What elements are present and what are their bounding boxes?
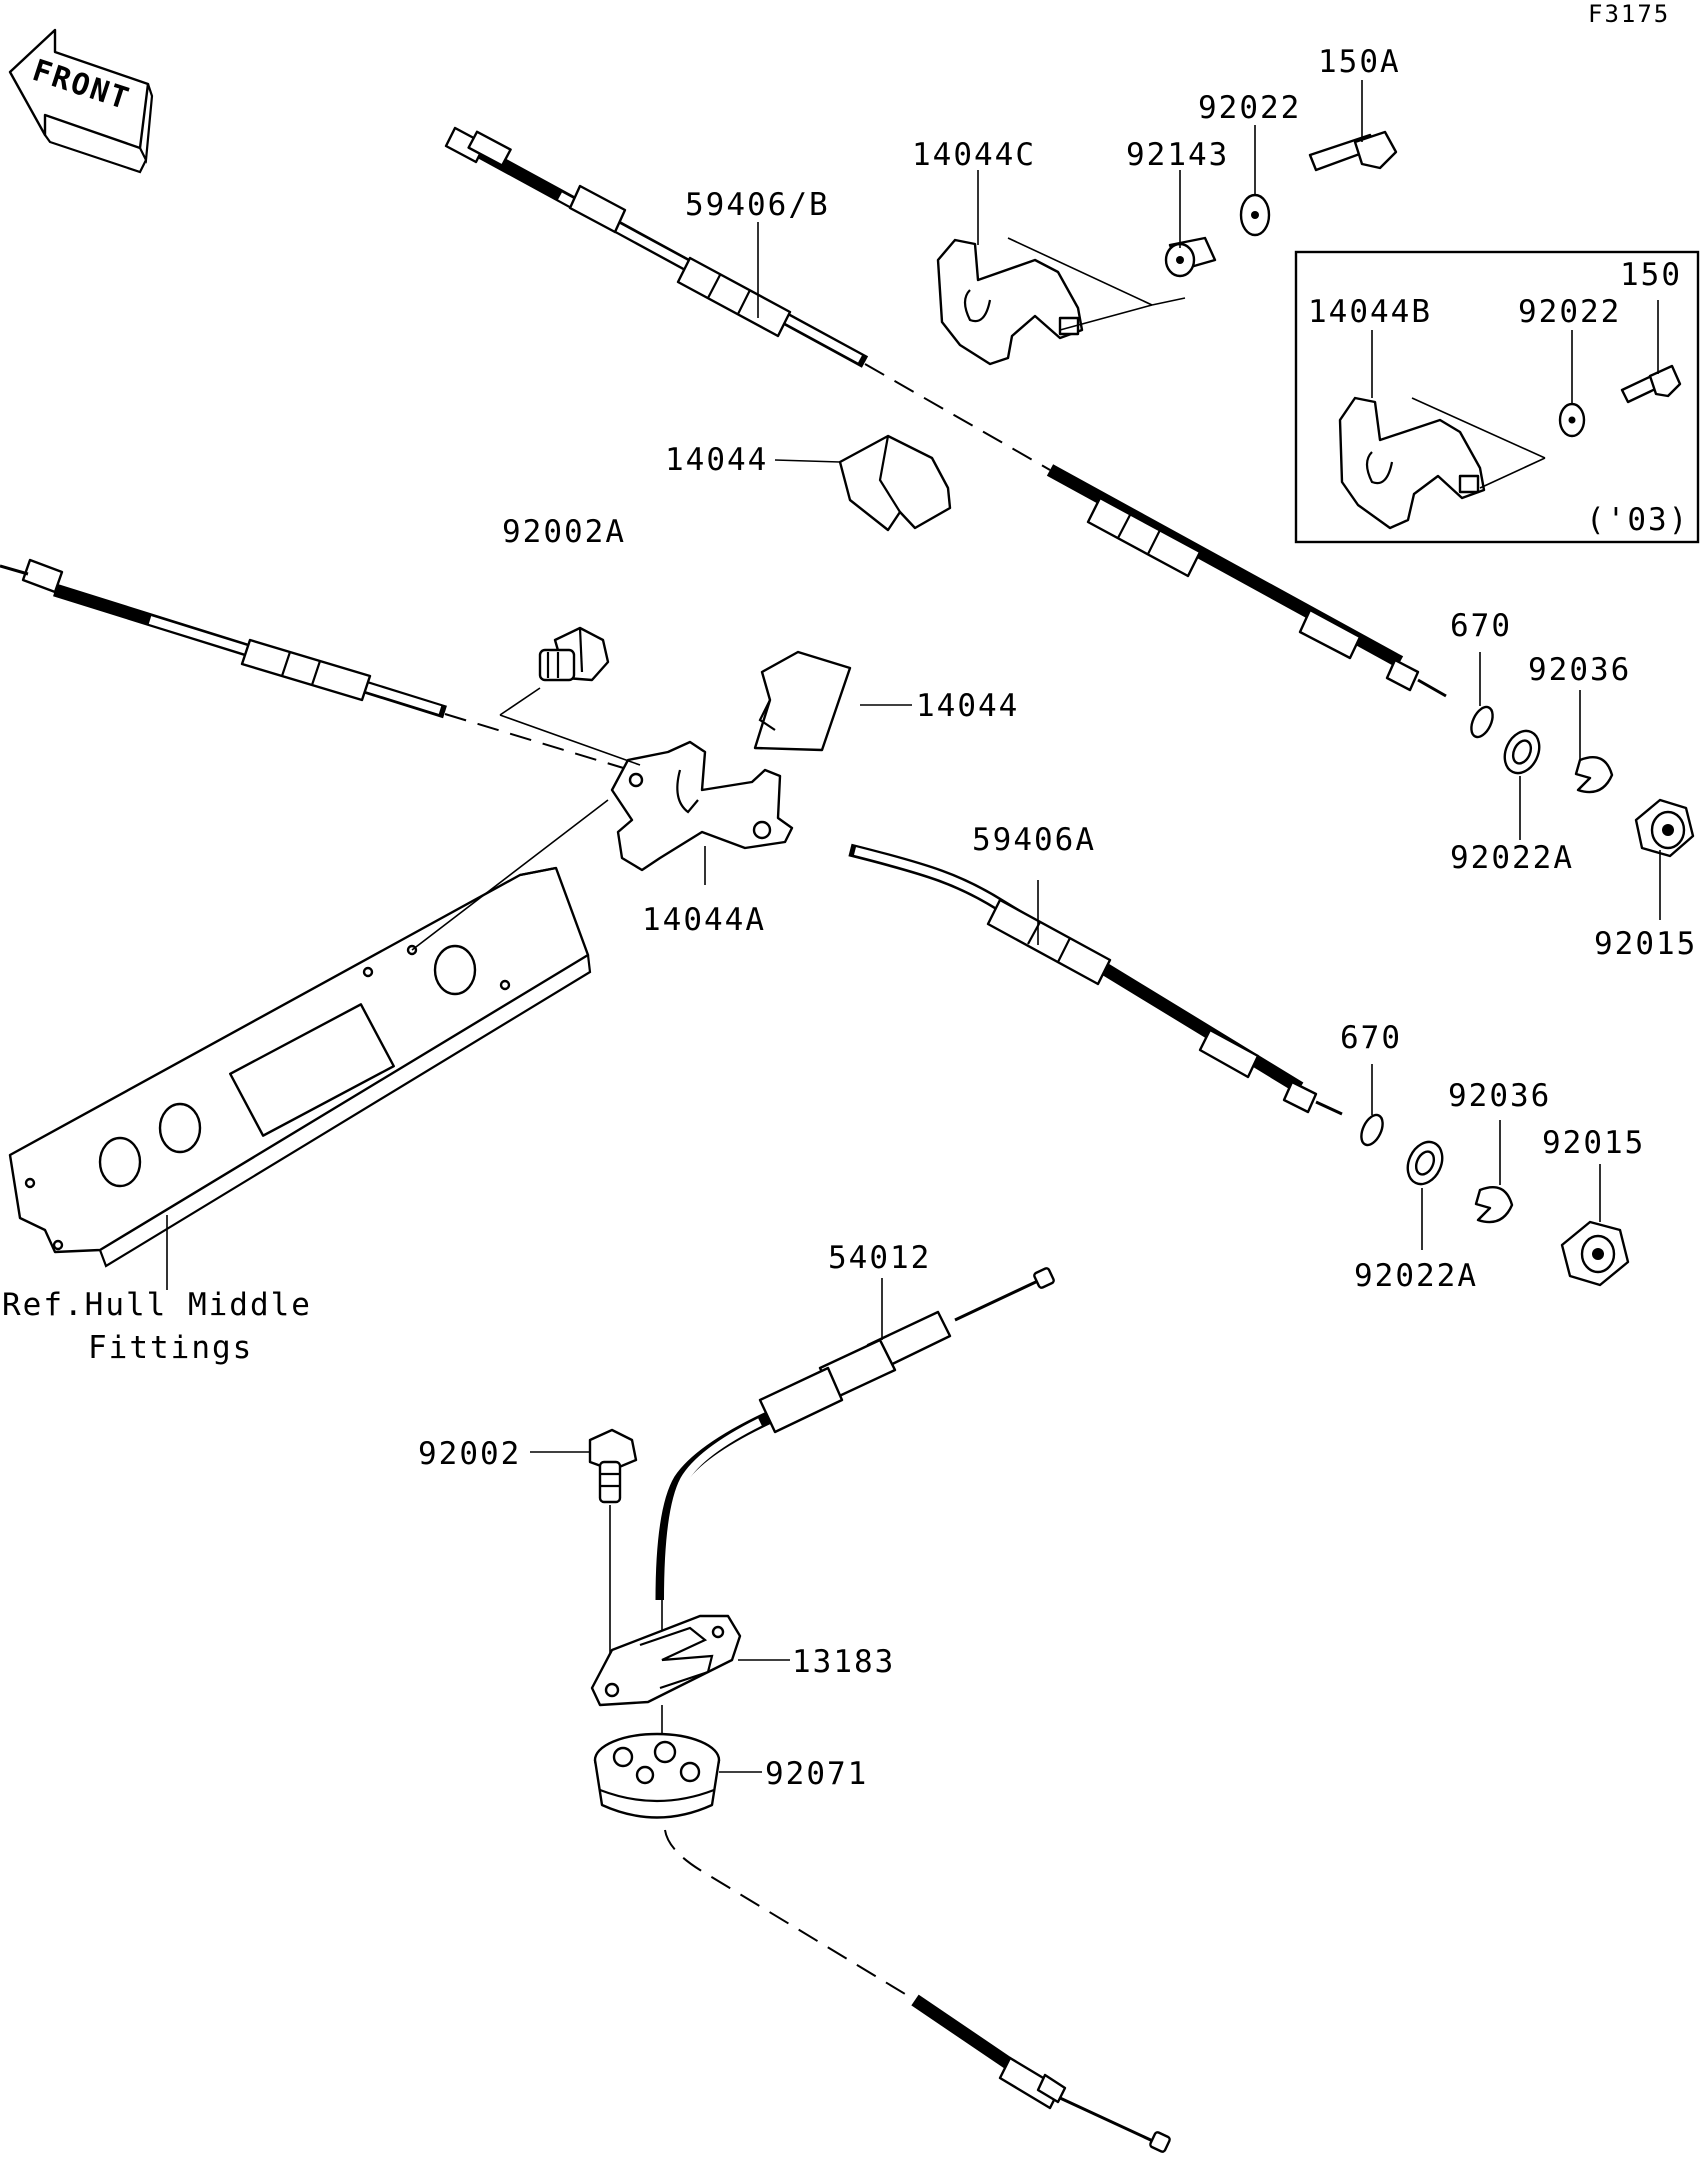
label-92002a: 92002A	[502, 514, 626, 550]
part-labels: 150A 92022 92143 14044C 59406/B 14044B 9…	[2, 44, 1697, 1792]
grommet-92071	[593, 1705, 721, 1819]
cable-59406b	[444, 126, 1447, 698]
inset-box-03: ('03)	[1294, 250, 1700, 544]
label-14044b: 14044B	[1308, 294, 1432, 330]
label-92022a-upper: 92022A	[1450, 840, 1574, 876]
label-92022-top: 92022	[1198, 90, 1301, 126]
cable-59406a	[0, 558, 1343, 1116]
leader-92002a-bolt	[499, 687, 541, 716]
front-arrow-icon: FRONT	[8, 28, 154, 174]
label-670-lower: 670	[1340, 1020, 1402, 1056]
label-150a: 150A	[1318, 44, 1401, 80]
hardware-upper	[1470, 705, 1695, 858]
hardware-lower	[1360, 1113, 1630, 1287]
label-54012: 54012	[828, 1240, 931, 1276]
bolt-92002a	[538, 626, 610, 682]
cable-54012	[655, 1267, 1055, 1680]
label-92036-lower: 92036	[1448, 1078, 1551, 1114]
label-92022-inset: 92022	[1518, 294, 1621, 330]
label-670-upper: 670	[1450, 608, 1512, 644]
variant-note: ('03)	[1586, 502, 1689, 538]
ref-note-line1: Ref.Hull Middle	[2, 1287, 312, 1323]
label-92022a-lower: 92022A	[1354, 1258, 1478, 1294]
cable-54012-end	[664, 1829, 1171, 2153]
clamp-14044-lower	[753, 650, 852, 752]
label-92015-lower: 92015	[1542, 1125, 1645, 1161]
leader-92002a-hole	[499, 714, 641, 766]
label-14044-lower: 14044	[916, 688, 1019, 724]
diagram-code: F3175	[1588, 0, 1670, 28]
label-59406b: 59406/B	[685, 187, 830, 223]
bracket-14044c	[936, 237, 1186, 366]
label-14044a: 14044A	[642, 902, 766, 938]
label-92015-upper: 92015	[1594, 926, 1697, 962]
label-150: 150	[1620, 257, 1682, 293]
spacer-92143	[1164, 236, 1217, 278]
label-14044c: 14044C	[912, 137, 1036, 173]
bracket-14044a	[610, 740, 794, 872]
label-59406a: 59406A	[972, 822, 1096, 858]
plate-13183	[590, 1614, 742, 1707]
leader-lines	[166, 80, 1661, 1773]
bolt-150a	[1308, 130, 1398, 172]
label-92071: 92071	[765, 1756, 868, 1792]
ref-note-line2: Fittings	[88, 1330, 253, 1366]
label-92036-upper: 92036	[1528, 652, 1631, 688]
hull-middle-fittings	[8, 799, 609, 1268]
label-92143: 92143	[1126, 137, 1229, 173]
label-92002: 92002	[418, 1436, 521, 1472]
label-14044-upper: 14044	[665, 442, 768, 478]
bolt-92002	[588, 1428, 638, 1680]
washer-92022-top	[1239, 193, 1271, 237]
label-13183: 13183	[792, 1644, 895, 1680]
clamp-14044-upper	[838, 434, 952, 532]
